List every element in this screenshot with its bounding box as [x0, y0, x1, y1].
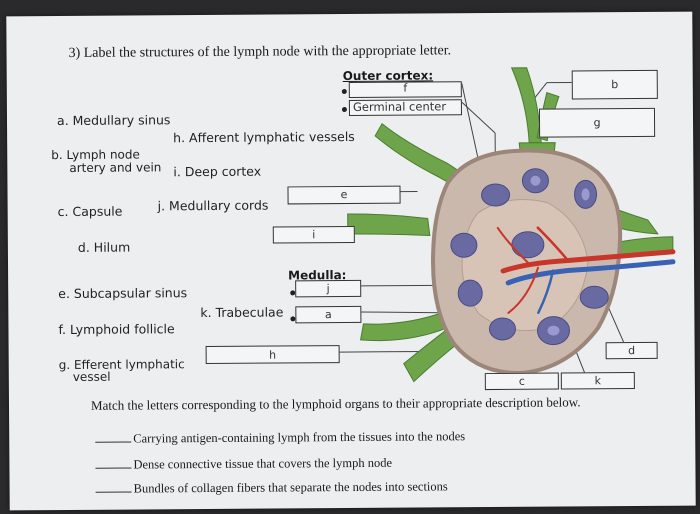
bullet-dot — [341, 107, 347, 113]
afferent-vessels — [347, 123, 674, 383]
label-box-h[interactable]: h — [205, 345, 340, 365]
matching-instruction: Match the letters corresponding to the l… — [90, 394, 581, 413]
artery-and-vein — [496, 226, 676, 314]
matching-item-text: Carrying antigen-containing lymph from t… — [133, 429, 466, 446]
matching-item-text: Bundles of collagen fibers that separate… — [133, 479, 448, 496]
label-box-i[interactable]: i — [272, 225, 355, 244]
germinal-center-box: Germinal center — [348, 99, 462, 117]
bullet-dot — [341, 89, 347, 95]
answer-blank[interactable] — [95, 441, 132, 443]
label-box-c[interactable]: c — [484, 372, 559, 391]
lymph-node-diagram — [338, 67, 676, 383]
matching-item-text: Dense connective tissue that covers the … — [133, 455, 393, 472]
label-box-a[interactable]: a — [295, 305, 362, 324]
matching-item: Bundles of collagen fibers that separate… — [95, 479, 448, 496]
label-box-f[interactable]: f — [348, 81, 462, 99]
matching-item: Dense connective tissue that covers the … — [95, 456, 392, 473]
label-box-e[interactable]: e — [287, 185, 401, 205]
label-box-d[interactable]: d — [605, 341, 658, 360]
label-box-b[interactable]: b — [571, 69, 658, 100]
label-box-j[interactable]: j — [295, 279, 362, 298]
worksheet-page: 3) Label the structures of the lymph nod… — [6, 11, 696, 511]
matching-item: Carrying antigen-containing lymph from t… — [95, 429, 465, 447]
lymphoid-follicles — [450, 168, 609, 346]
label-box-k[interactable]: k — [560, 372, 635, 390]
germinal-centers — [530, 175, 590, 336]
label-box-g[interactable]: g — [538, 107, 656, 138]
answer-blank[interactable] — [95, 467, 132, 469]
answer-blank[interactable] — [95, 491, 132, 493]
